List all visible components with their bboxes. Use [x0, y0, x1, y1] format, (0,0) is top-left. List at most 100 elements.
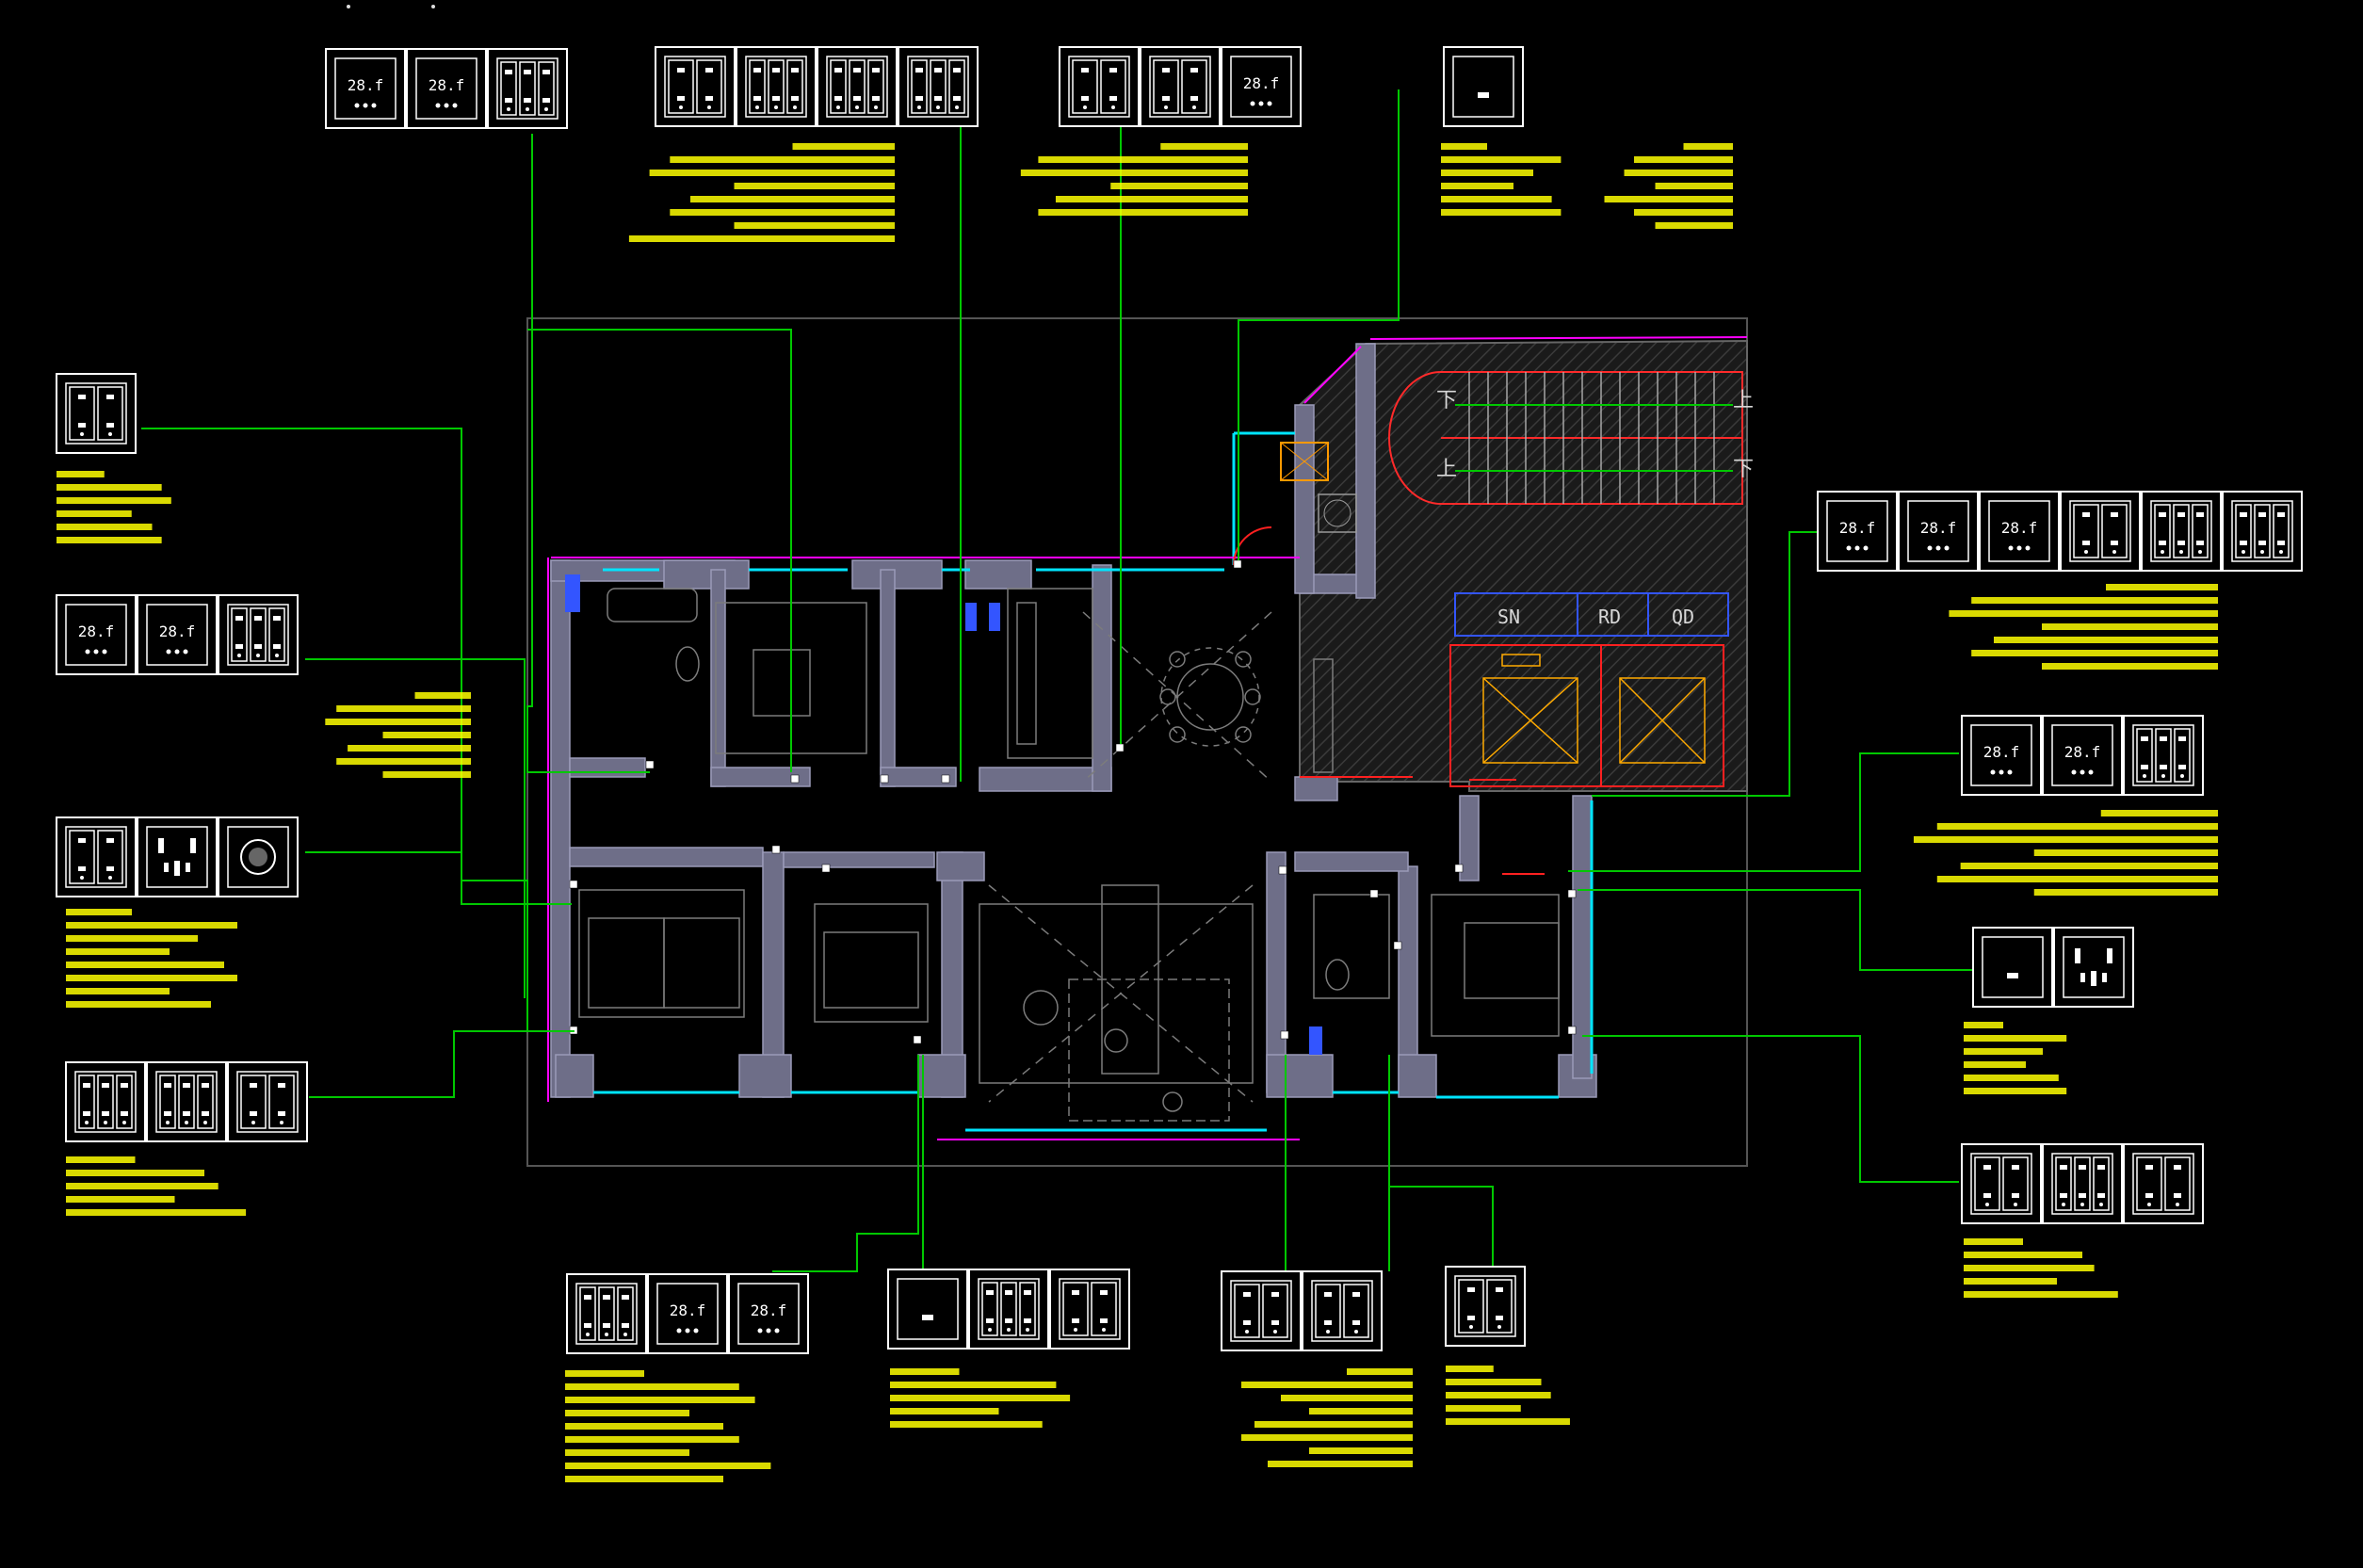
- thermostat-reading: 28.f: [751, 1301, 787, 1319]
- annotation-line: [890, 1382, 1057, 1388]
- annotation-line: [57, 484, 162, 491]
- annotation-line: [1110, 183, 1248, 189]
- annotation-block: [66, 1156, 247, 1216]
- annotation-line: [1309, 1408, 1413, 1414]
- g2-panel: [56, 816, 137, 897]
- annotation-line: [1971, 650, 2218, 656]
- annotation-line: [66, 1156, 136, 1163]
- annotation-line: [1964, 1022, 2003, 1028]
- windows: [593, 431, 1594, 1132]
- annotation-line: [325, 719, 471, 725]
- g2-panel: [1140, 46, 1221, 127]
- annotation-line: [1683, 143, 1733, 150]
- annotation-block: [325, 692, 471, 778]
- annotation-block: [1964, 1022, 2067, 1094]
- annotation-line: [1441, 183, 1513, 189]
- annotation-line: [1964, 1048, 2043, 1055]
- annotation-line: [1446, 1405, 1521, 1412]
- annotation-line: [414, 692, 471, 699]
- annotation-line: [1936, 876, 2218, 882]
- thermostat-panel: 28.f: [406, 48, 487, 129]
- thermostat-reading: 28.f: [429, 76, 465, 94]
- annotation-line: [670, 209, 895, 216]
- annotation-block: [1020, 143, 1248, 216]
- annotation-block: [57, 471, 171, 543]
- annotation-line: [1268, 1461, 1413, 1467]
- annotation-line: [1949, 610, 2218, 617]
- thermostat-panel: 28.f: [2042, 715, 2123, 796]
- annotation-block: [1241, 1368, 1413, 1467]
- thermostat-panel: 28.f: [1817, 491, 1898, 572]
- stair-label-up-left: 上: [1436, 458, 1457, 481]
- annotation-line: [1241, 1382, 1413, 1388]
- plan-switch-markers: [569, 559, 1577, 1044]
- annotation-line: [57, 537, 162, 543]
- g3-panel: [65, 1061, 146, 1142]
- switch-panels: 28.f 28.f 28.f 28.f 28.f 28.f 28.f 28.f 28.f 28.f…: [56, 46, 2303, 1354]
- sensor-panel: [218, 816, 299, 897]
- leader-lines: [141, 89, 1973, 1272]
- annotation-line: [565, 1449, 689, 1456]
- g3-panel: [146, 1061, 227, 1142]
- annotation-line: [1446, 1379, 1542, 1385]
- annotation-line: [2100, 810, 2218, 816]
- cabinets: [1454, 592, 1729, 637]
- elevator-shafts: [1449, 644, 1724, 787]
- g3-panel: [898, 46, 979, 127]
- thermostat-panel: 28.f: [647, 1273, 728, 1354]
- thermostat-panel: 28.f: [1979, 491, 2060, 572]
- annotation-line: [670, 156, 895, 163]
- annotation-line: [1446, 1392, 1551, 1398]
- annotation-line: [734, 183, 895, 189]
- annotation-line: [1038, 209, 1248, 216]
- thermostat-reading: 28.f: [1243, 74, 1280, 92]
- annotation-line: [1160, 143, 1248, 150]
- annotation-block: [1441, 143, 1562, 216]
- thermostat-reading: 28.f: [2001, 519, 2038, 537]
- annotation-line: [1309, 1447, 1413, 1454]
- annotation-line: [1655, 183, 1733, 189]
- g2-panel: [56, 373, 137, 454]
- annotation-line: [57, 524, 153, 530]
- cabinet-sn-label: SN: [1497, 606, 1520, 628]
- g2-panel: [2123, 1143, 2204, 1224]
- cabinet-qd-label: QD: [1672, 606, 1694, 628]
- thermostat-reading: 28.f: [78, 622, 115, 640]
- thermostat-reading: 28.f: [1983, 743, 2020, 761]
- annotation-line: [2033, 849, 2218, 856]
- thermostat-panel: 28.f: [1221, 46, 1302, 127]
- g2-panel: [1445, 1266, 1526, 1347]
- thermostat-panel: 28.f: [1961, 715, 2042, 796]
- annotation-line: [1964, 1238, 2023, 1245]
- annotation-line: [2106, 584, 2218, 590]
- annotation-line: [1936, 823, 2218, 830]
- annotation-line: [1964, 1291, 2118, 1298]
- annotation-line: [565, 1397, 755, 1403]
- annotation-line: [1441, 209, 1562, 216]
- annotation-line: [1347, 1368, 1413, 1375]
- annotation-line: [1964, 1278, 2057, 1285]
- stair-label-down-right: 下: [1733, 458, 1754, 481]
- annotation-line: [1441, 156, 1562, 163]
- furniture: [578, 588, 1560, 1122]
- floor-plan: 下 上 上 下 SN RD QD: [547, 336, 1754, 1140]
- g3-panel: [968, 1269, 1049, 1350]
- annotation-line: [1446, 1418, 1570, 1425]
- g2-panel: [1221, 1270, 1302, 1351]
- annotation-line: [565, 1370, 644, 1377]
- annotation-line: [2033, 889, 2218, 896]
- g2-panel: [1059, 46, 1140, 127]
- thermostat-reading: 28.f: [1839, 519, 1876, 537]
- thermostat-panel: 28.f: [1898, 491, 1979, 572]
- annotation-block: [628, 143, 895, 242]
- annotation-line: [565, 1476, 723, 1482]
- annotation-blocks: [57, 143, 2218, 1482]
- stair: [1388, 371, 1743, 505]
- annotation-line: [1055, 196, 1248, 202]
- annotation-line: [890, 1368, 960, 1375]
- annotation-block: [890, 1368, 1071, 1428]
- annotation-line: [66, 948, 170, 955]
- g2-panel: [2060, 491, 2141, 572]
- annotation-line: [1020, 170, 1248, 176]
